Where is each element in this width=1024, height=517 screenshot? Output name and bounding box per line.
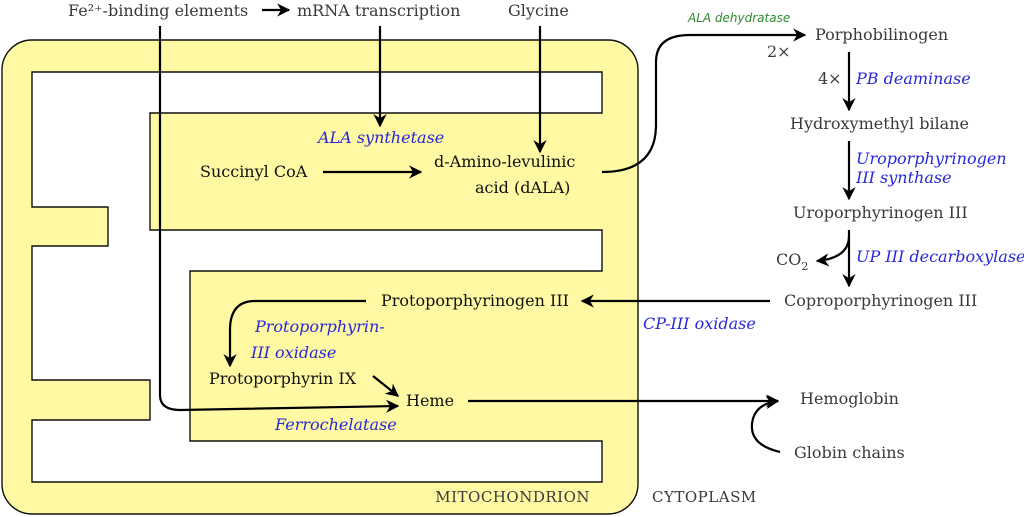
enzyme-up-decarboxylase: UP III decarboxylase (856, 247, 1024, 266)
metabolite-hemoglobin: Hemoglobin (800, 389, 899, 408)
enzyme-ala-dehydratase: ALA dehydratase (687, 11, 790, 25)
arrow-protoporphyrin-to-heme (372, 375, 400, 397)
metabolite-coproporphyrinogen-iii: Coproporphyrinogen III (784, 291, 977, 310)
enzyme-pb-deaminase: PB deaminase (855, 69, 971, 88)
stoichiometry-2x: 2× (767, 42, 791, 61)
metabolite-succinyl-coa: Succinyl CoA (200, 162, 308, 181)
metabolite-globin-chains: Globin chains (794, 443, 905, 462)
enzyme-ferrochelatase: Ferrochelatase (274, 415, 397, 434)
enzyme-uro-synthase-line2: III synthase (855, 168, 952, 187)
enzyme-ala-synthetase: ALA synthetase (316, 128, 444, 147)
metabolite-co2: CO2 (776, 250, 808, 273)
enzyme-cp-iii-oxidase: CP-III oxidase (643, 314, 756, 333)
arrow-globin-to-hemoglobin (750, 395, 781, 454)
mrna-transcription-label: mRNA transcription (297, 1, 460, 20)
iron-binding-label: Fe²⁺-binding elements (68, 1, 248, 20)
arrow-dala-to-porphobilinogen (601, 28, 807, 174)
mitochondrion-label: MITOCHONDRION (435, 488, 590, 506)
cytoplasm-label: CYTOPLASM (652, 488, 757, 506)
glycine-label: Glycine (508, 1, 569, 20)
mitochondrion-inner-cavity (31, 71, 603, 483)
metabolite-protoporphyrinogen-iii: Protoporphyrinogen III (381, 291, 569, 310)
metabolite-protoporphyrin-ix: Protoporphyrin IX (209, 369, 357, 388)
metabolite-heme: Heme (406, 391, 454, 410)
arrow-co2-release (815, 235, 851, 267)
metabolite-uroporphyrinogen-iii: Uroporphyrinogen III (793, 203, 968, 222)
enzyme-uro-synthase-line1: Uroporphyrinogen (856, 149, 1007, 168)
arrow-protogen-to-protoporphyrin (223, 299, 366, 368)
enzyme-pp-oxidase-line1: Protoporphyrin- (254, 317, 385, 336)
metabolite-dala-line2: acid (dALA) (475, 178, 570, 197)
co2-subscript: 2 (801, 260, 808, 273)
stoichiometry-4x: 4× (818, 69, 842, 88)
arrow-iron-to-heme (158, 26, 400, 413)
enzyme-pp-oxidase-line2: III oxidase (250, 343, 336, 362)
metabolite-porphobilinogen: Porphobilinogen (815, 25, 948, 44)
metabolite-dala-line1: d-Amino-levulinic (434, 152, 575, 171)
metabolite-hydroxymethyl-bilane: Hydroxymethyl bilane (790, 114, 969, 133)
